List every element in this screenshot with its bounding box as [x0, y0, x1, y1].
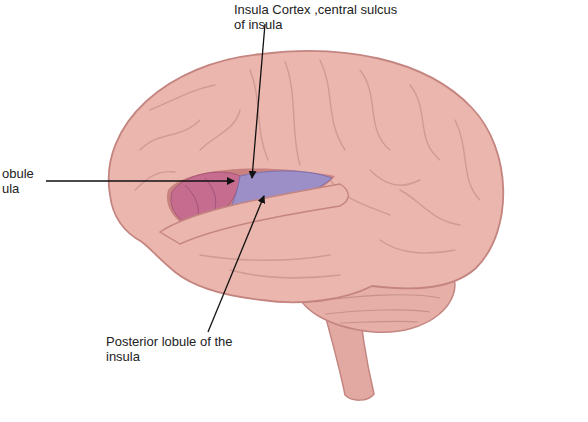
structure-label: Insula Cortex ,central sulcus of insula — [234, 2, 404, 32]
structure-label: Posterior lobule of the insula — [106, 334, 246, 364]
leader-line — [208, 196, 264, 332]
temporal-operculum — [160, 184, 348, 244]
leader-line — [252, 24, 265, 178]
cerebrum — [109, 51, 504, 302]
structure-label: obule ula — [2, 166, 42, 196]
leader-line — [46, 180, 234, 181]
